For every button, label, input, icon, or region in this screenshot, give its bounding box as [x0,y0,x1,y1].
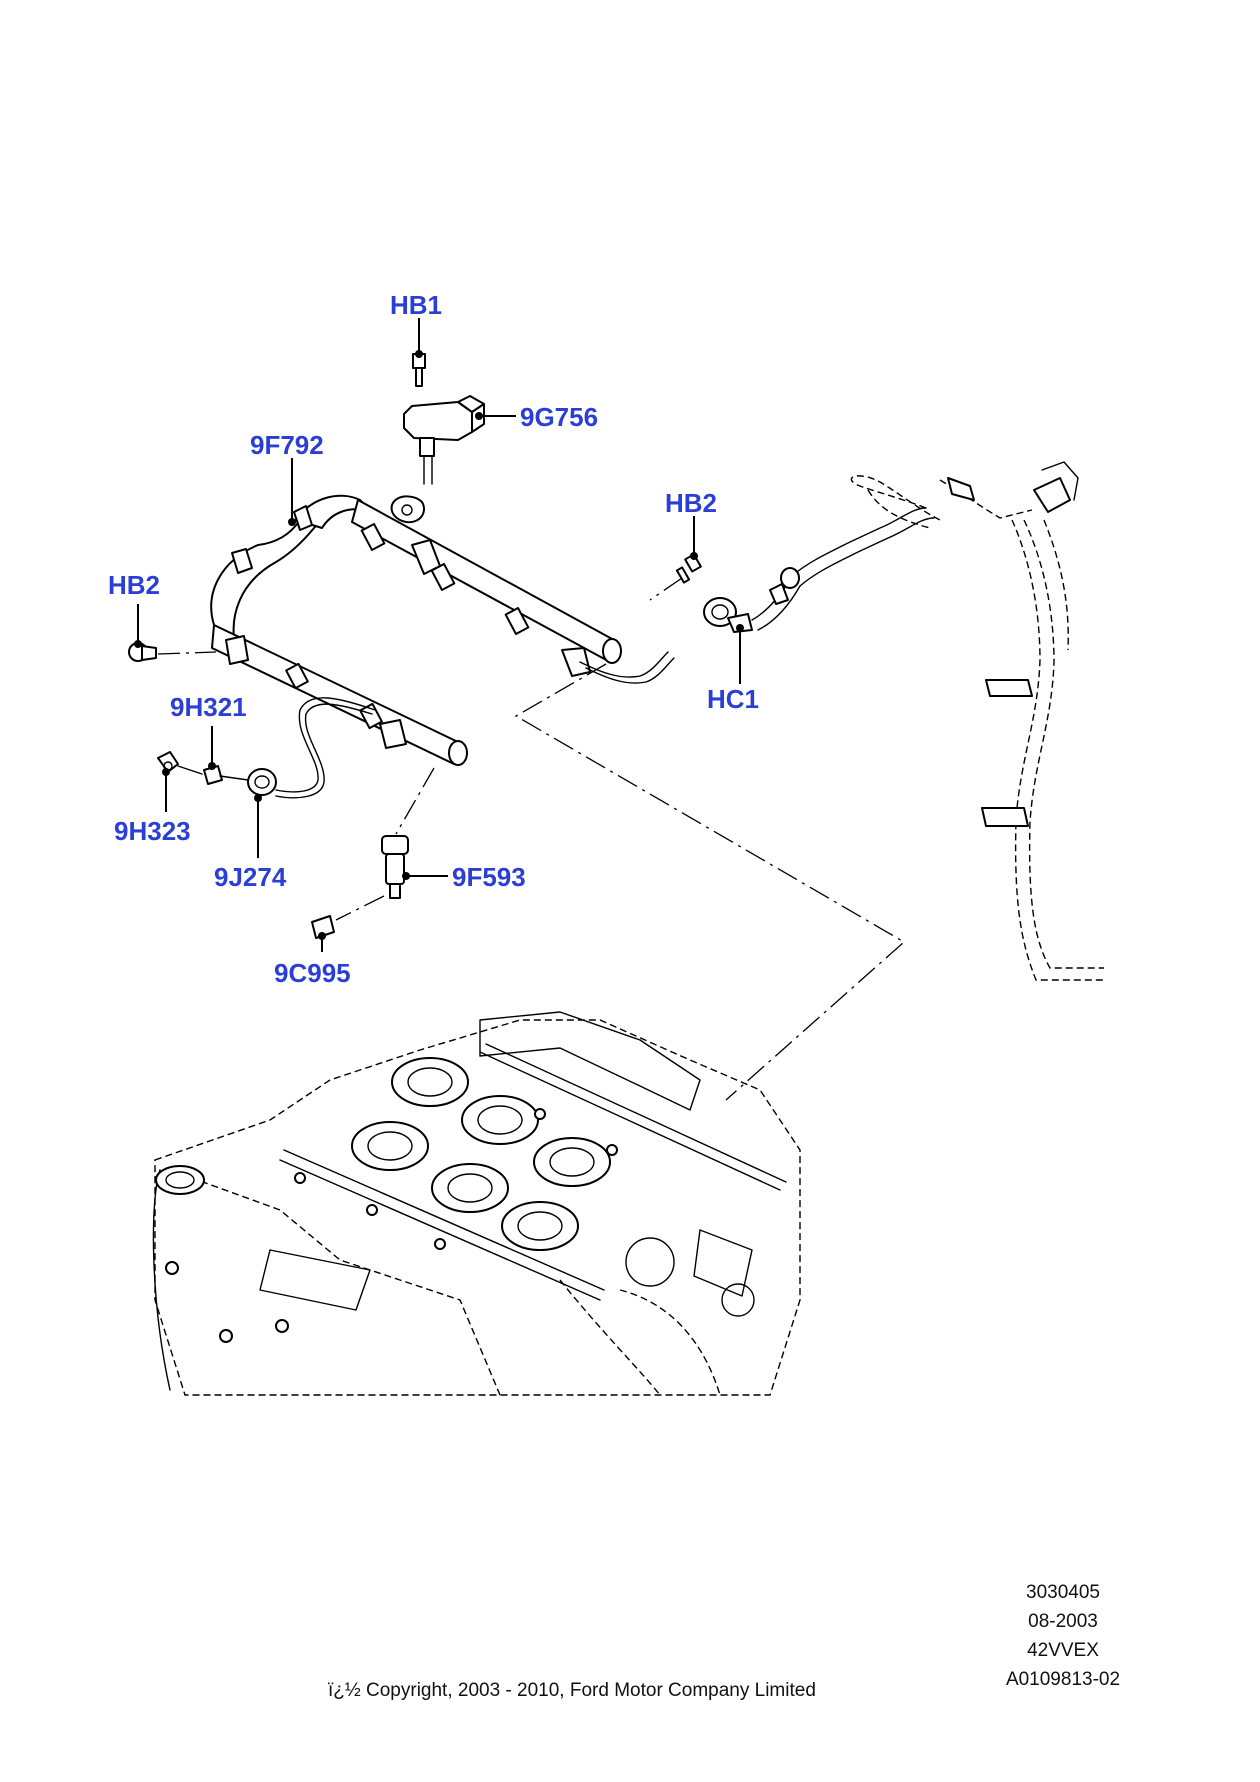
clip-hc1 [703,597,753,633]
callout-9g756: 9G756 [520,402,598,432]
bolt-hb2-left [128,642,157,662]
fuel-pressure-sensor [403,395,485,485]
callout-leaders [134,318,744,952]
reference-number: 3030405 [1026,1582,1100,1603]
callout-9f593: 9F593 [452,862,526,892]
callout-9f792: 9F792 [250,430,324,460]
date-code: 08-2003 [1028,1611,1098,1632]
callout-hb2-right: HB2 [665,488,717,518]
fuel-injector-9f593 [381,835,409,899]
clip-9c995 [311,915,335,939]
bolt-hb2-right [675,553,702,584]
callout-hb2-left: HB2 [108,570,160,600]
copyright-notice: ï¿½ Copyright, 2003 - 2010, Ford Motor C… [328,1680,816,1701]
callout-9h323: 9H323 [114,816,191,846]
callout-hc1: HC1 [707,684,759,714]
grommet-9j274 [247,768,277,796]
engine-block [152,1011,801,1396]
callout-9h321: 9H321 [170,692,247,722]
illustration-id: A0109813-02 [1005,1669,1121,1690]
engine-code: 42VVEX [1027,1640,1099,1661]
fuel-rail-assembly [210,494,675,799]
bolt-hb1 [412,353,426,387]
fuel-supply-hose [751,461,1104,981]
callout-9j274: 9J274 [214,862,287,892]
callout-9c995: 9C995 [274,958,351,988]
callout-hb1: HB1 [390,290,442,320]
